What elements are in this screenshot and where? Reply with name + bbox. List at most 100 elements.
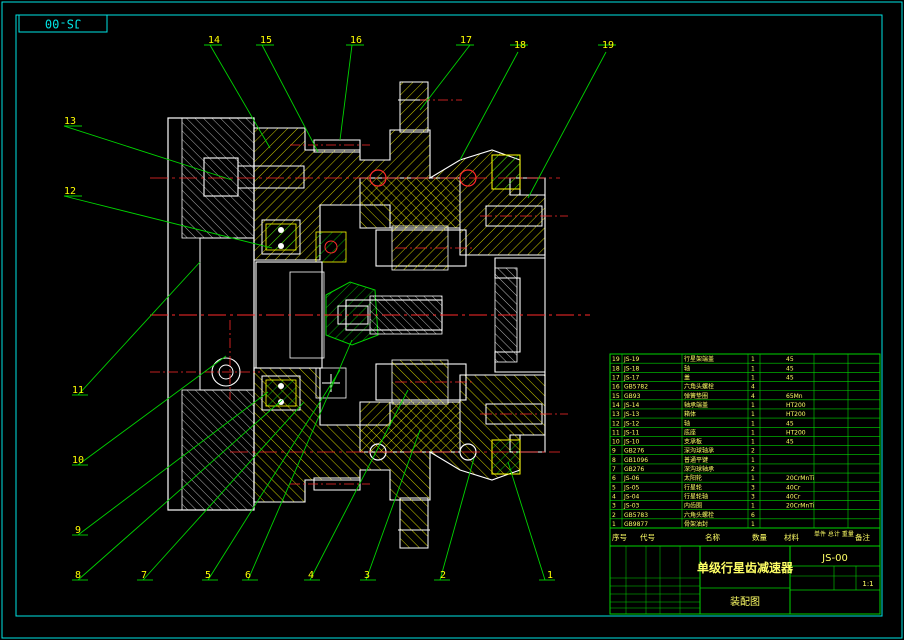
- bom-row: 16 GB5782 六角头螺栓 4: [612, 383, 755, 391]
- bom-cell-no: 17: [612, 374, 620, 381]
- bom-cell-mat: 45: [786, 374, 794, 381]
- bom-cell-no: 10: [612, 439, 620, 446]
- bom-cell-name: 骨架油封: [684, 520, 708, 528]
- bom-cell-name: 箱体: [684, 410, 696, 418]
- bom-cell-name: 行星轮轴: [684, 493, 708, 501]
- bom-header-no: 序号: [612, 532, 627, 542]
- bom-cell-name: 六角头螺栓: [684, 383, 714, 391]
- bom-cell-no: 14: [612, 402, 620, 409]
- bom-cell-name: 普通平键: [684, 456, 708, 464]
- bom-cell-qty: 3: [751, 494, 755, 501]
- bom-cell-code: GB93: [624, 393, 641, 400]
- oil-seal-bottom: [491, 439, 521, 475]
- bom-header-code: 代号: [640, 532, 655, 542]
- balloon-1: 1: [547, 570, 553, 581]
- bom-cell-mat: HT200: [786, 411, 806, 418]
- balloon-15: 15: [260, 35, 272, 46]
- bom-cell-qty: 1: [751, 439, 755, 446]
- bom-cell-code: JS-17: [623, 374, 640, 381]
- title-block-code: JS-00: [821, 553, 848, 564]
- balloon-13: 13: [64, 116, 76, 127]
- balloon-18: 18: [514, 40, 526, 51]
- bom-cell-name: 深沟球轴承: [684, 447, 714, 455]
- bom-cell-name: 六角头螺栓: [684, 511, 714, 519]
- bom-cell-mat: 45: [786, 356, 794, 363]
- bom-cell-name: 底座: [684, 428, 696, 436]
- bom-cell-code: GB9877: [624, 521, 648, 528]
- balloon-2: 2: [440, 570, 446, 581]
- bom-cell-mat: 45: [786, 365, 794, 372]
- assembly-section: [150, 81, 590, 549]
- bom-cell-mat: 40Cr: [786, 494, 801, 501]
- bom-cell-qty: 1: [751, 420, 755, 427]
- bom-cell-name: 弹簧垫圈: [684, 392, 708, 400]
- bom-cell-no: 16: [612, 384, 620, 391]
- bom-cell-mat: 65Mn: [786, 393, 803, 400]
- bom-cell-no: 1: [612, 521, 616, 528]
- balloon-3: 3: [364, 570, 370, 581]
- bom-cell-mat: 45: [786, 420, 794, 427]
- bom-cell-no: 6: [612, 475, 616, 482]
- bom-cell-qty: 1: [751, 402, 755, 409]
- bom-cell-mat: 40Cr: [786, 484, 801, 491]
- bom-cell-qty: 3: [751, 484, 755, 491]
- bom-cell-name: 行星架端盖: [684, 355, 714, 363]
- bom-cell-code: JS-19: [623, 356, 640, 363]
- title-block: 单级行星齿减速器 JS-00 1:1 装配图: [609, 545, 881, 615]
- balloon-8: 8: [75, 570, 81, 581]
- input-shaft: [255, 261, 323, 369]
- balloon-12: 12: [64, 186, 76, 197]
- balloon-5: 5: [205, 570, 211, 581]
- bom-cell-no: 11: [612, 429, 620, 436]
- bom-cell-qty: 4: [751, 384, 755, 391]
- bom-cell-code: JS-10: [623, 439, 640, 446]
- bom-cell-no: 7: [612, 466, 616, 473]
- bom-cell-code: GB5782: [624, 384, 648, 391]
- bom-cell-code: JS-12: [623, 420, 640, 427]
- bom-cell-mat: 45: [786, 439, 794, 446]
- bom-cell-code: GB276: [624, 448, 644, 455]
- title-block-type: 装配图: [730, 595, 760, 608]
- bom-cell-code: JS-14: [623, 402, 640, 409]
- bearing-mid-top: [315, 231, 347, 263]
- bom-cell-no: 5: [612, 484, 616, 491]
- balloon-6: 6: [245, 570, 251, 581]
- bom-cell-no: 9: [612, 448, 616, 455]
- balloon-16: 16: [350, 35, 362, 46]
- title-block-scale: 1:1: [862, 580, 873, 588]
- bom-cell-qty: 1: [751, 503, 755, 510]
- bom-header-name: 名称: [705, 532, 720, 542]
- leader-lines: [63, 44, 616, 581]
- bearing-bottom: [261, 375, 301, 411]
- bom-cell-name: 太阳轮: [684, 474, 702, 482]
- bom-cell-qty: 1: [751, 521, 755, 528]
- bom-cell-mat: HT200: [786, 402, 806, 409]
- bom-cell-mat: 20CrMnTi: [786, 475, 815, 482]
- bom-cell-no: 15: [612, 393, 620, 400]
- bom-cell-qty: 1: [751, 374, 755, 381]
- bom-header-weight: 单件 总计 重量: [814, 530, 854, 538]
- bom-cell-code: JS-03: [623, 503, 640, 510]
- bom-cell-code: GB5783: [624, 512, 648, 519]
- bom-cell-name: 深沟球轴承: [684, 465, 714, 473]
- bolt-top: [313, 139, 361, 153]
- balloon-11: 11: [72, 385, 84, 396]
- bom-cell-qty: 1: [751, 475, 755, 482]
- bom-cell-no: 8: [612, 457, 616, 464]
- balloon-14: 14: [208, 35, 220, 46]
- bom-cell-no: 12: [612, 420, 620, 427]
- bom-cell-qty: 1: [751, 356, 755, 363]
- bom-cell-name: 轴: [684, 364, 690, 372]
